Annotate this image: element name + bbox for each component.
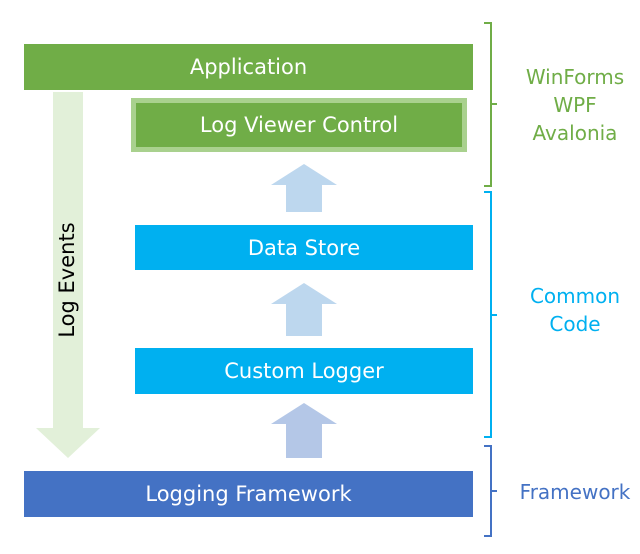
bracket-framework bbox=[484, 445, 497, 537]
log-events-text: Log Events bbox=[55, 222, 79, 338]
logging-framework-box: Logging Framework bbox=[24, 471, 473, 517]
log-viewer-control-label: Log Viewer Control bbox=[199, 113, 399, 137]
ui-group-line: Avalonia bbox=[532, 121, 618, 145]
bracket-ui bbox=[484, 22, 497, 187]
common-group-label: Common Code bbox=[520, 282, 630, 338]
bracket-common bbox=[484, 191, 497, 438]
framework-group-label: Framework bbox=[515, 478, 635, 506]
custom-logger-box: Custom Logger bbox=[135, 348, 473, 394]
common-group-line: Code bbox=[549, 312, 601, 336]
up-arrow-store-to-viewer bbox=[271, 164, 337, 212]
application-label: Application bbox=[189, 55, 308, 79]
custom-logger-label: Custom Logger bbox=[224, 359, 384, 383]
framework-group-line: Framework bbox=[519, 480, 631, 504]
up-arrow-framework-to-logger bbox=[271, 403, 337, 458]
common-group-line: Common bbox=[529, 284, 621, 308]
data-store-box: Data Store bbox=[135, 225, 473, 270]
ui-group-label: WinForms WPF Avalonia bbox=[520, 63, 630, 147]
application-box: Application bbox=[24, 44, 473, 90]
logging-framework-label: Logging Framework bbox=[145, 482, 352, 506]
ui-group-line: WinForms bbox=[525, 65, 625, 89]
log-events-arrow bbox=[36, 92, 100, 458]
ui-group-line: WPF bbox=[553, 93, 597, 117]
log-viewer-control-box: Log Viewer Control bbox=[131, 98, 467, 152]
up-arrow-logger-to-store bbox=[271, 283, 337, 336]
data-store-label: Data Store bbox=[247, 235, 361, 260]
